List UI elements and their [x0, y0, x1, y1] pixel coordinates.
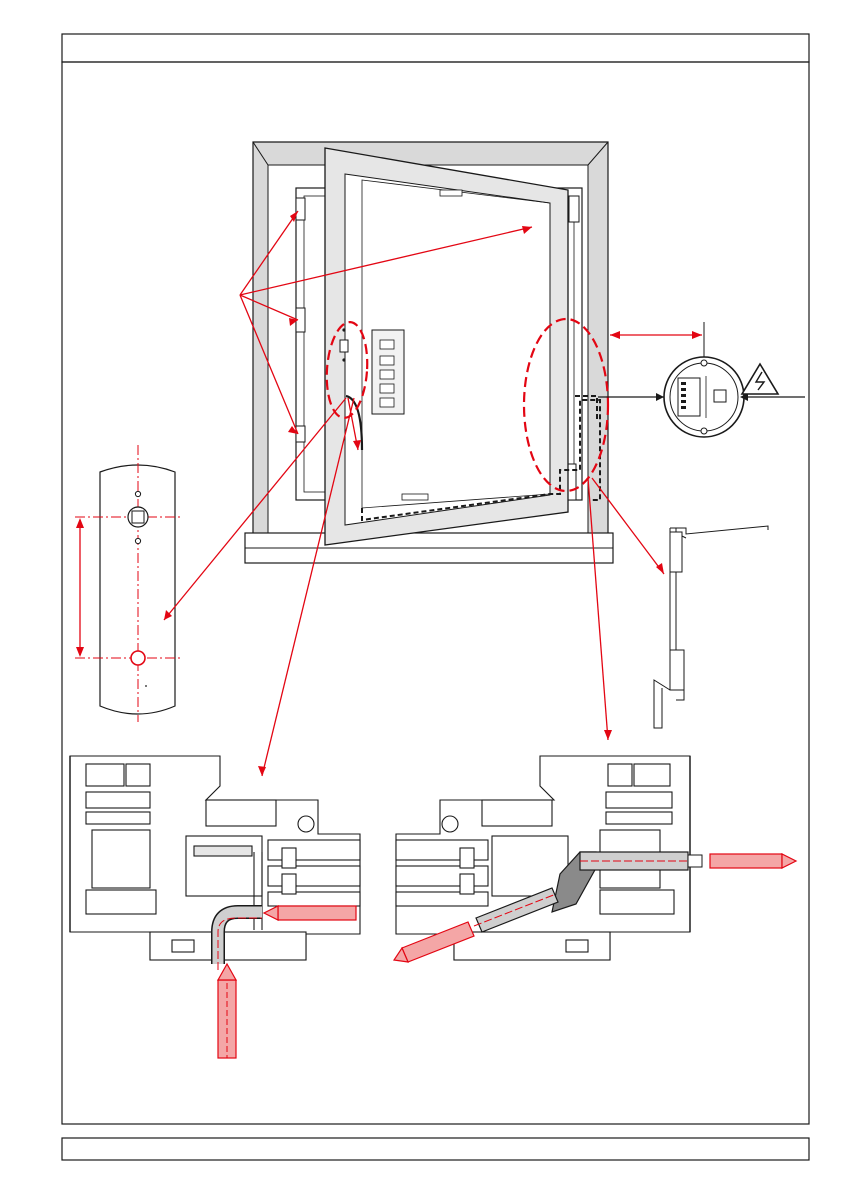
window-overview — [245, 142, 613, 563]
header-box — [62, 34, 809, 62]
footer-box — [62, 1138, 809, 1160]
warning-icon — [742, 364, 778, 394]
hinge-top — [296, 198, 305, 220]
hinge-detail — [75, 445, 182, 722]
frame-keeper-top — [569, 196, 579, 222]
junction-box — [598, 357, 805, 437]
cable-drill-hole — [131, 651, 145, 665]
junction-box-icon — [664, 357, 744, 437]
hinge-dimension — [76, 518, 84, 657]
distance-dimension — [610, 322, 704, 362]
allen-key-icon — [654, 526, 768, 728]
handle-rosette — [340, 340, 348, 352]
